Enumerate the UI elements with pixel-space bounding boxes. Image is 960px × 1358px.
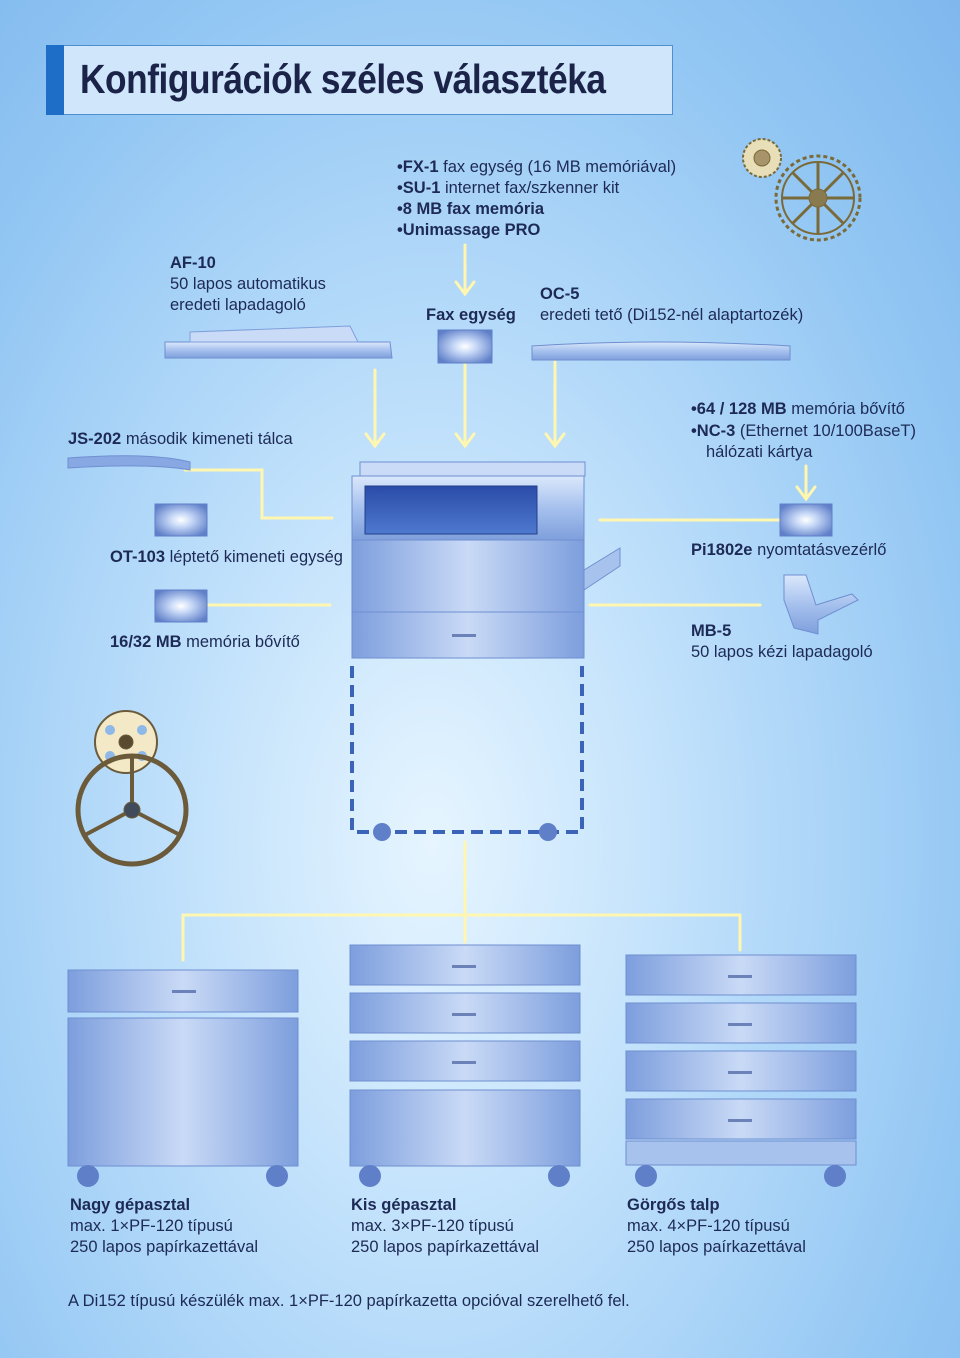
af10-feeder-device [164,325,393,359]
connector-lines [181,243,817,962]
gear-icon-top [742,138,862,242]
fax-option-su1: SU-1 internet fax/szkenner kit [397,178,619,199]
main-copier-device [350,461,621,841]
oc5-cover-device [531,341,791,361]
mem1632-label: 16/32 MB memória bővítő [110,633,300,651]
memory-option-nc3-cont: hálózati kártya [706,443,813,461]
cabinet-small-device [349,944,581,1187]
fax-unit-chip [437,329,493,364]
gear-icon-bottom [75,710,189,867]
fax-option-fx1: FX-1 fax egység (16 MB memóriával) [397,157,676,178]
page-title: Konfigurációk széles választéka [80,56,606,102]
title-accent-bar [46,45,64,115]
js202-tray-device [67,455,191,471]
ot103-chip [154,503,208,537]
footnote: A Di152 típusú készülék max. 1×PF-120 pa… [68,1292,630,1310]
pi1802e-label: Pi1802e nyomtatásvezérlő [691,541,887,559]
fax-option-unimessage: Unimassage PRO [397,220,541,241]
nc3-chip [779,503,833,537]
memory-option-64-128: 64 / 128 MB memória bővítő [691,399,905,420]
fax-unit-label: Fax egység [426,306,516,324]
memory-option-nc3: NC-3 (Ethernet 10/100BaseT) [691,421,916,442]
cabinet-large-device [67,969,299,1187]
mem1632-chip [154,589,208,623]
title-box [46,45,673,115]
cabinet-roller-device [625,954,857,1187]
js202-label: JS-202 második kimeneti tálca [68,430,293,448]
ot103-label: OT-103 léptető kimeneti egység [110,548,343,566]
fax-option-8mb: 8 MB fax memória [397,199,544,220]
mb5-bypass-device [783,574,859,635]
